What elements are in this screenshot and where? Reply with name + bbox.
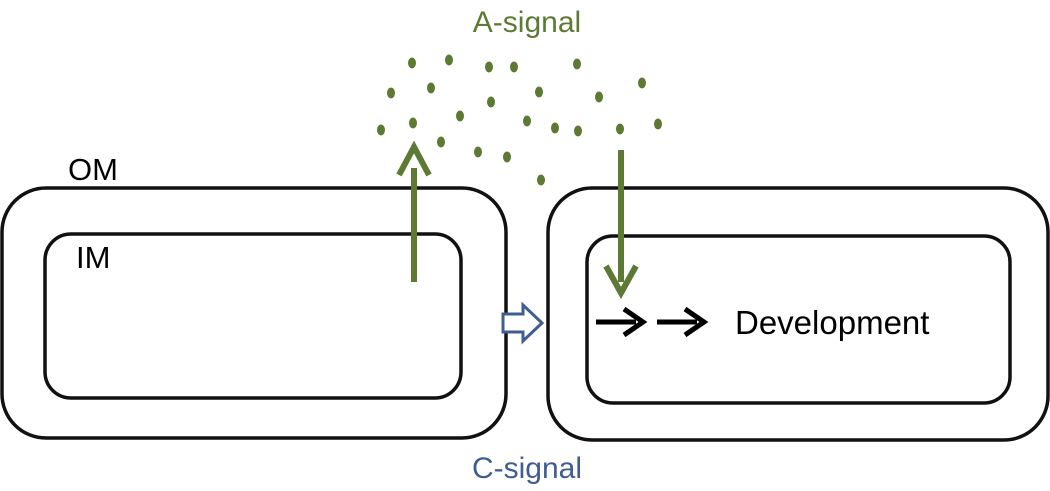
a-signal-dot bbox=[523, 115, 531, 127]
a-signal-dot bbox=[574, 125, 582, 137]
a-signal-dot bbox=[408, 57, 416, 69]
c-signal-label: C-signal bbox=[472, 452, 582, 485]
a-signal-dot bbox=[437, 136, 445, 148]
a-signal-label: A-signal bbox=[473, 6, 581, 39]
a-signal-dot bbox=[427, 82, 435, 94]
a-signal-dot bbox=[487, 96, 495, 108]
a-signal-dot bbox=[510, 61, 518, 73]
a-signal-dot bbox=[537, 174, 545, 186]
a-signal-dot bbox=[503, 151, 511, 163]
a-signal-dot bbox=[595, 91, 603, 103]
a-signal-dot bbox=[638, 77, 646, 89]
a-signal-dot bbox=[456, 110, 464, 122]
a-signal-dot bbox=[474, 146, 482, 158]
a-signal-release-arrow bbox=[396, 140, 432, 282]
development-arrow-1 bbox=[596, 306, 648, 338]
right-cell-outer-membrane bbox=[546, 186, 1050, 442]
right-cell-inner-membrane bbox=[585, 234, 1012, 405]
development-label: Development bbox=[735, 304, 929, 341]
outer-membrane-label: OM bbox=[68, 152, 118, 187]
a-signal-dots bbox=[377, 54, 662, 186]
a-signal-dot bbox=[551, 122, 559, 134]
a-signal-dot bbox=[377, 124, 385, 136]
a-signal-dot bbox=[573, 58, 581, 70]
a-signal-dot bbox=[387, 87, 395, 99]
a-signal-dot bbox=[654, 118, 662, 130]
a-signal-dot bbox=[535, 86, 543, 98]
left-cell-outer-membrane bbox=[0, 186, 508, 440]
a-signal-uptake-arrow bbox=[603, 150, 639, 300]
a-signal-dot bbox=[445, 54, 453, 66]
inner-membrane-label: IM bbox=[76, 240, 110, 275]
left-cell-inner-membrane bbox=[43, 232, 463, 400]
a-signal-dot bbox=[616, 123, 624, 135]
development-arrow-2 bbox=[657, 306, 709, 338]
a-signal-dot bbox=[485, 61, 493, 73]
c-signal-arrow-icon bbox=[501, 301, 545, 345]
a-signal-dot bbox=[409, 117, 417, 129]
